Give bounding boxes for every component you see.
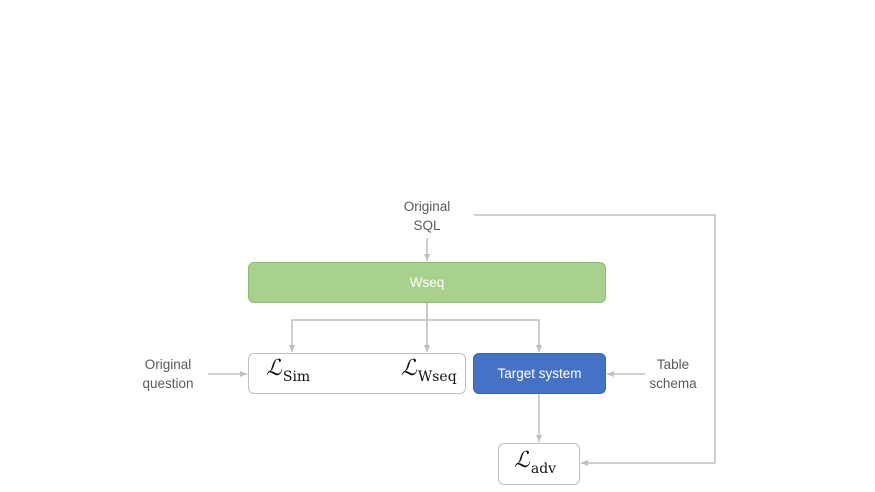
wseq-label: Wseq: [409, 275, 445, 290]
table-schema-line-1: Table: [656, 357, 690, 372]
loss-sim-symbol: ℒ: [266, 356, 282, 381]
loss-sim: ℒSim: [266, 356, 310, 385]
loss-box: [248, 353, 466, 394]
original-sql-label: Original SQL: [387, 197, 467, 235]
original-question-line-1: Original: [144, 357, 192, 372]
loss-wseq-subscript: Wseq: [417, 369, 457, 385]
arrow-wseq-to-target: [427, 319, 542, 352]
original-question-label: Original question: [128, 355, 208, 393]
original-sql-line-1: Original: [403, 199, 451, 214]
wseq-box: Wseq: [248, 262, 606, 303]
loss-adv-symbol: ℒ: [514, 448, 530, 473]
target-system-box: Target system: [473, 353, 606, 394]
loss-wseq: ℒWseq: [401, 356, 457, 385]
loss-wseq-symbol: ℒ: [401, 356, 417, 381]
target-system-label: Target system: [497, 366, 582, 381]
loss-adv-subscript: adv: [530, 461, 557, 477]
loss-sim-subscript: Sim: [282, 369, 311, 385]
original-question-line-2: question: [142, 376, 194, 391]
table-schema-label: Table schema: [638, 355, 708, 393]
original-sql-line-2: SQL: [413, 218, 441, 233]
table-schema-line-2: schema: [649, 376, 697, 391]
loss-adv-box: [498, 443, 580, 485]
arrow-sql-to-ladv: [474, 214, 716, 466]
arrow-wseq-to-lsim: [289, 303, 428, 352]
loss-adv: ℒadv: [514, 448, 556, 477]
